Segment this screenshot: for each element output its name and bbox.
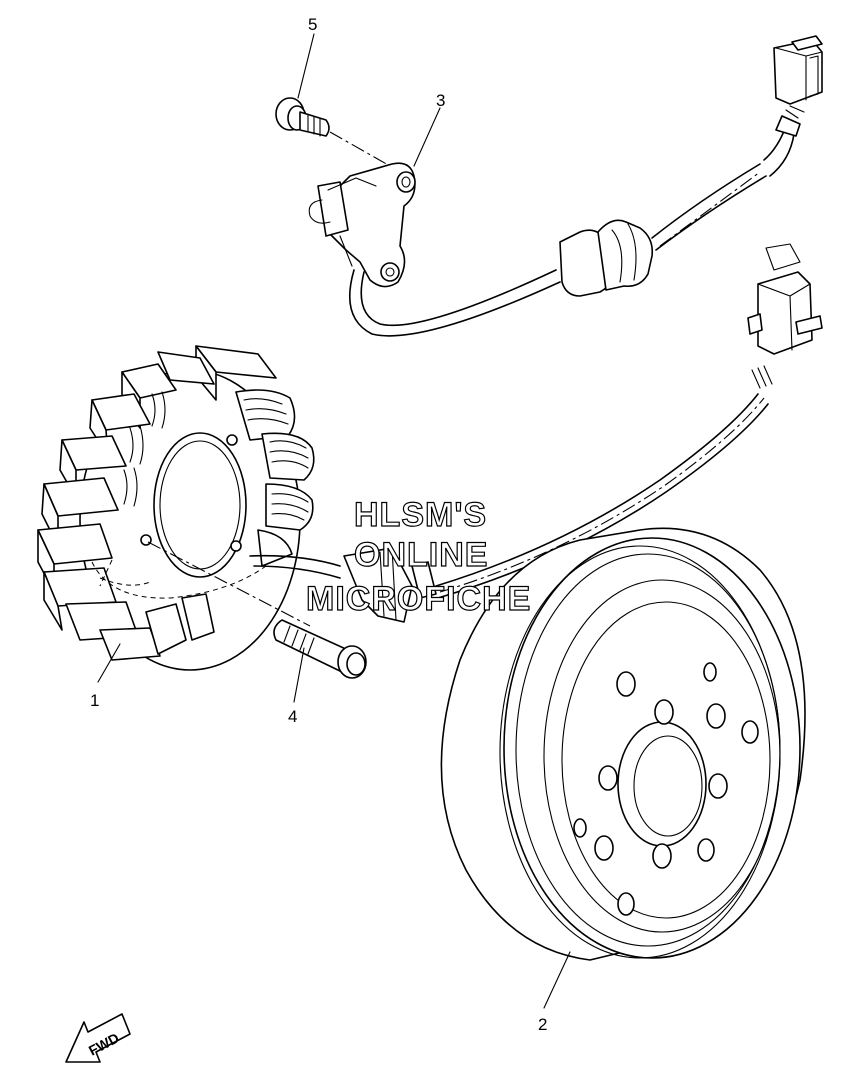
part-5-bolt[interactable] xyxy=(275,97,330,137)
wire-stator xyxy=(249,365,773,623)
callout-1: 1 xyxy=(90,691,99,710)
part-1-stator[interactable] xyxy=(37,345,315,671)
watermark: HLSM'S ONLINE MICROFICHE xyxy=(305,495,531,618)
fwd-arrow-icon: FWD xyxy=(65,1013,131,1063)
watermark-line-3: MICROFICHE xyxy=(306,580,531,618)
callout-5: 5 xyxy=(308,15,317,34)
part-4-bolt[interactable] xyxy=(273,619,367,679)
connector-upper[interactable] xyxy=(773,35,823,105)
callout-2: 2 xyxy=(538,1015,547,1034)
wire-pickup-coil xyxy=(348,105,805,337)
callout-3: 3 xyxy=(436,91,445,110)
part-3-pickup-coil[interactable] xyxy=(308,162,416,288)
callout-leaders xyxy=(97,33,571,1009)
part-2-rotor[interactable] xyxy=(440,527,806,961)
connector-lower[interactable] xyxy=(747,243,823,355)
callout-4: 4 xyxy=(288,707,297,726)
watermark-line-2: ONLINE xyxy=(354,536,488,574)
watermark-line-1: HLSM'S xyxy=(354,496,487,534)
